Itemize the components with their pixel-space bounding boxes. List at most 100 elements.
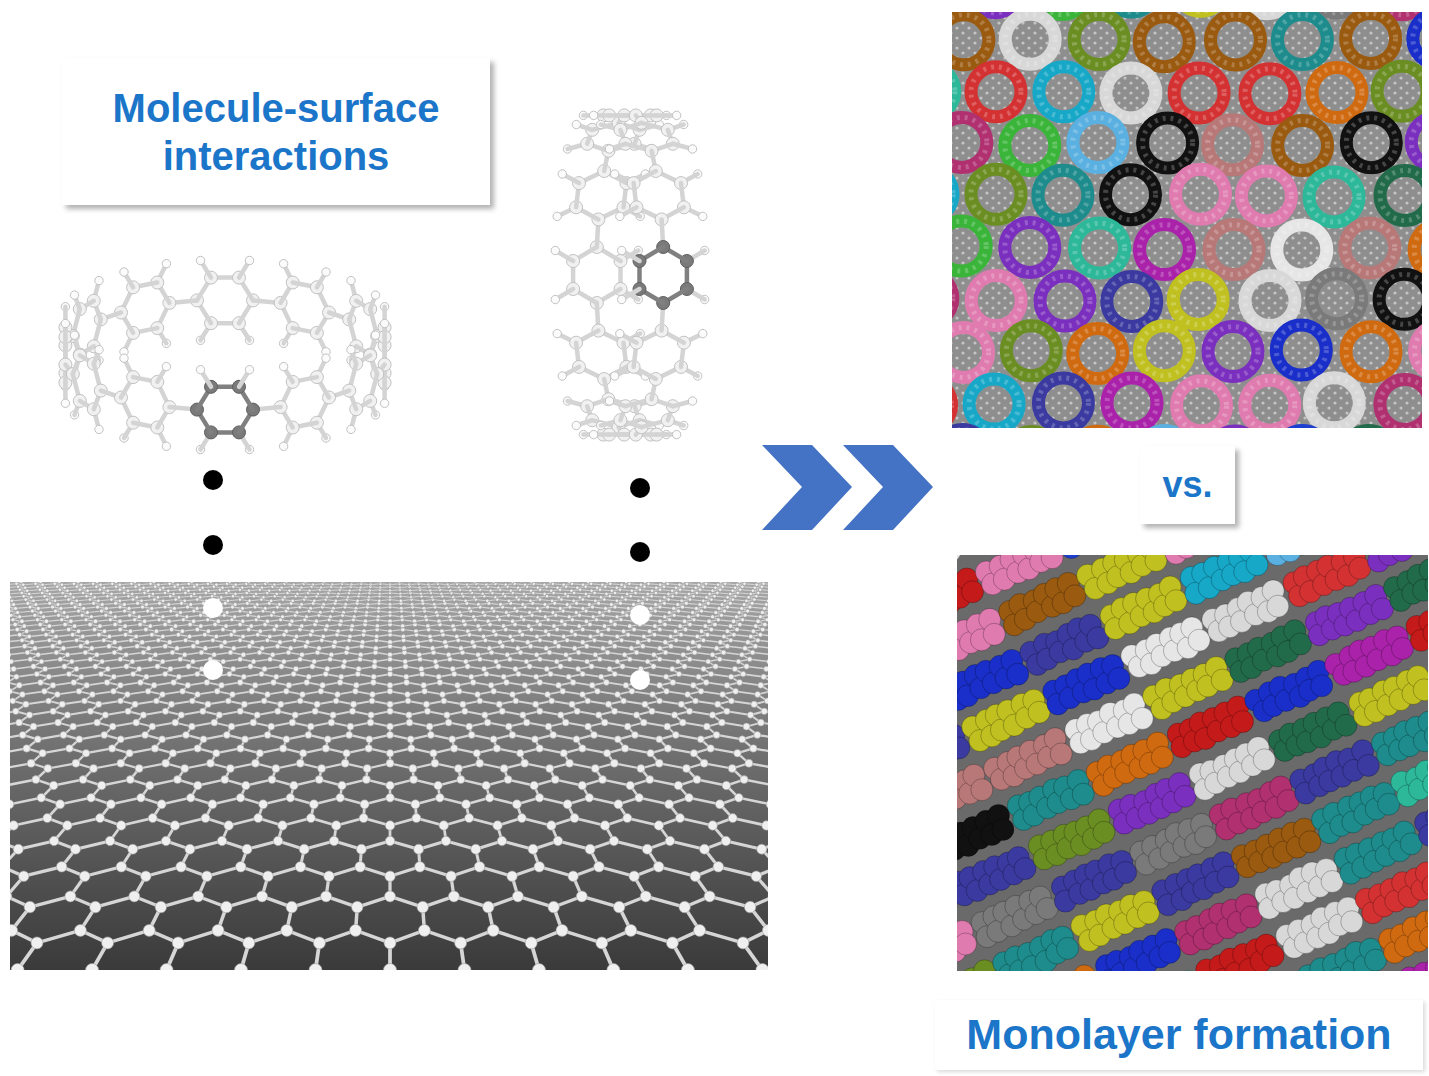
ring-molecule <box>1245 380 1295 428</box>
atom-sphere <box>1072 783 1094 805</box>
ring-molecule <box>971 169 1021 219</box>
molecule-flat <box>59 256 391 453</box>
hydrogen-atom <box>611 170 619 178</box>
atom-sphere <box>1232 711 1254 733</box>
surface-ground <box>957 555 1428 971</box>
hydrogen-atom <box>162 260 170 268</box>
ring-texture <box>1312 274 1362 324</box>
ring-texture <box>952 221 986 271</box>
ring-molecule <box>1106 68 1156 118</box>
tilted-molecule <box>1391 745 1428 807</box>
atom-sphere <box>1262 945 1284 967</box>
ring-texture <box>1277 15 1327 65</box>
ring-texture <box>1380 379 1422 428</box>
ring-molecule <box>1005 121 1055 171</box>
ring-texture <box>1106 170 1156 220</box>
hydrogen-atom <box>70 291 78 299</box>
hydrogen-atom <box>672 111 680 119</box>
ring-molecule <box>952 117 987 167</box>
ring-molecule <box>1073 329 1123 379</box>
ring-molecule <box>1245 69 1295 119</box>
ring-texture <box>1415 325 1422 375</box>
ring-molecule <box>1309 378 1359 428</box>
ring-molecule <box>1075 223 1125 273</box>
graphene-atoms <box>10 745 768 757</box>
atom-sphere <box>1151 746 1173 768</box>
box-label: vs. <box>1162 463 1212 506</box>
tilted-molecule <box>993 926 1079 971</box>
molecule-upright <box>551 109 709 441</box>
ring-texture <box>1309 172 1359 222</box>
atom-sphere <box>957 737 970 759</box>
graphene-atoms <box>10 640 768 664</box>
ring-molecule <box>1005 14 1055 64</box>
atom-sphere <box>1279 555 1301 562</box>
ring-molecule <box>1415 325 1422 375</box>
atom-sphere <box>1425 957 1428 971</box>
ring-molecule <box>952 66 955 116</box>
hydrogen-atom <box>245 256 253 264</box>
ring-texture <box>1040 276 1090 326</box>
atom-sphere <box>1159 941 1181 963</box>
ring-molecule <box>971 276 1021 326</box>
atom-sphere <box>1423 773 1428 795</box>
ring-texture <box>1346 118 1396 168</box>
atom-sphere <box>1174 785 1196 807</box>
atom-sphere <box>1093 821 1115 843</box>
atom-sphere <box>1217 866 1239 888</box>
hydrogen-atom <box>322 268 330 276</box>
hydrogen-atom <box>70 331 78 339</box>
hydrogen-atom <box>611 372 619 380</box>
atom-sphere <box>1291 555 1313 556</box>
ring-texture <box>952 117 987 167</box>
ring-molecule <box>1411 117 1422 167</box>
atom-sphere <box>1073 965 1095 971</box>
ring-molecule <box>1208 120 1258 170</box>
hydrogen-atom <box>61 319 69 327</box>
ring-molecule <box>1312 274 1362 324</box>
atom-sphere <box>1014 858 1036 880</box>
hydrogen-atom <box>699 212 707 220</box>
ring-texture <box>1413 13 1422 63</box>
ring-texture <box>969 379 1019 428</box>
ring-molecule <box>1413 13 1422 63</box>
hydrogen-atom <box>672 430 680 438</box>
ring-texture <box>1241 171 1291 221</box>
hydrogen-atom <box>95 425 103 433</box>
graphene-atoms <box>11 964 768 971</box>
ring-texture <box>1006 326 1056 376</box>
atom-sphere <box>1131 707 1153 729</box>
atom-sphere <box>1427 756 1428 778</box>
dot <box>203 660 223 680</box>
graphene-atoms <box>10 619 768 643</box>
ring-texture <box>1278 121 1328 171</box>
hydrogen-atom <box>616 329 624 337</box>
tilted-molecule <box>1384 555 1429 611</box>
atom-sphere <box>957 555 961 563</box>
ring-texture <box>1346 14 1396 64</box>
atom-sphere <box>1299 831 1321 853</box>
ring-molecule <box>1379 274 1422 324</box>
atom-sphere <box>1425 574 1428 596</box>
graphene-atoms <box>10 759 768 783</box>
atom-sphere <box>1426 805 1428 827</box>
ring-texture <box>1174 68 1224 118</box>
ring-texture <box>1245 69 1295 119</box>
atom-sphere <box>1060 555 1082 559</box>
hydrogen-atom <box>322 354 330 362</box>
atom-sphere <box>1165 590 1187 612</box>
ring-molecule <box>1038 170 1088 220</box>
ring-texture <box>1208 120 1258 170</box>
ring-molecule <box>1073 118 1123 168</box>
tilted-molecule <box>1415 784 1428 846</box>
dot <box>630 478 650 498</box>
box-label: Monolayer formation <box>966 1009 1391 1061</box>
ring-texture <box>1039 67 1089 117</box>
dot <box>630 605 650 625</box>
ring-texture <box>971 169 1021 219</box>
ring-texture <box>952 66 955 116</box>
graphene-atoms <box>10 701 768 718</box>
atom-sphere <box>1253 749 1275 771</box>
hydrogen-atom <box>688 145 696 153</box>
dot <box>203 535 223 555</box>
